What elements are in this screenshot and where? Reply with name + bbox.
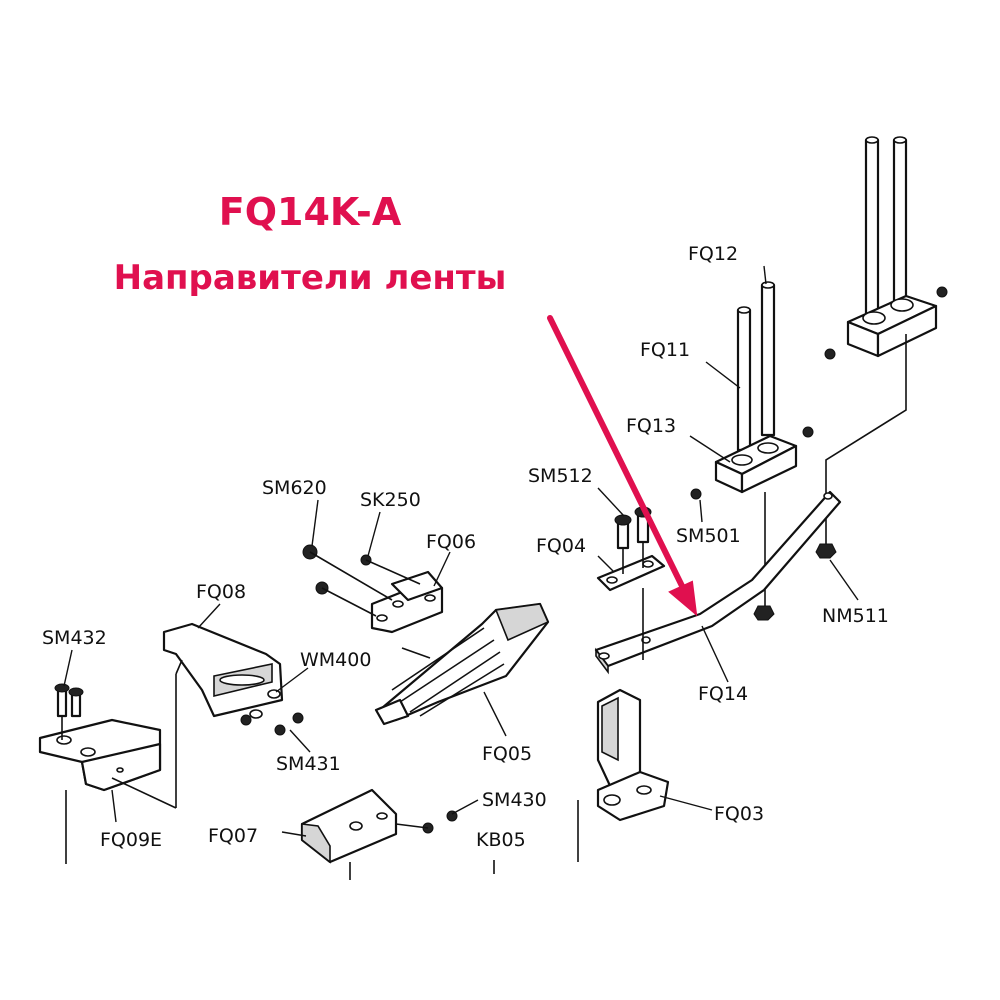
label-fq14: FQ14: [698, 683, 748, 705]
bracket-fq08: [162, 622, 304, 808]
label-fq08: FQ08: [196, 581, 246, 603]
label-sk250: SK250: [360, 489, 421, 511]
diagram-title-name: Направители ленты: [113, 258, 507, 298]
rear-rod-right: [892, 138, 908, 312]
leader-lines: [63, 265, 859, 837]
guide-plate-fq14: [594, 490, 842, 675]
red-pointer-arrow: [547, 315, 698, 617]
bracket-fq03: [577, 688, 670, 862]
label-wm400: WM400: [300, 649, 371, 671]
rear-guide-block-assembly: [824, 136, 948, 545]
label-fq06: FQ06: [426, 531, 476, 553]
rod-fq11: [736, 308, 752, 452]
label-fq11: FQ11: [640, 339, 690, 361]
label-fq03: FQ03: [714, 803, 764, 825]
part-fq07: [300, 788, 495, 880]
bracket-fq06: [302, 544, 444, 634]
label-fq05: FQ05: [482, 743, 532, 765]
label-fq09e: FQ09E: [100, 829, 162, 851]
tape-guide-fq05: [374, 602, 550, 726]
label-sm512: SM512: [528, 465, 593, 487]
label-sm431: SM431: [276, 753, 341, 775]
bracket-fq09e: [38, 683, 177, 864]
label-kb05: KB05: [476, 829, 526, 851]
rod-fq12: [760, 283, 776, 437]
label-sm620: SM620: [262, 477, 327, 499]
label-sm501: SM501: [676, 525, 741, 547]
label-fq04: FQ04: [536, 535, 586, 557]
diagram-title-code: FQ14K-A: [218, 190, 402, 234]
front-guide-block-assembly: [690, 281, 814, 610]
label-fq13: FQ13: [626, 415, 676, 437]
plate-fq04: [596, 506, 666, 660]
label-fq12: FQ12: [688, 243, 738, 265]
label-sm430: SM430: [482, 789, 547, 811]
rear-rod-left: [864, 138, 880, 322]
label-nm511: NM511: [822, 605, 889, 627]
label-sm432: SM432: [42, 627, 107, 649]
label-fq07: FQ07: [208, 825, 258, 847]
